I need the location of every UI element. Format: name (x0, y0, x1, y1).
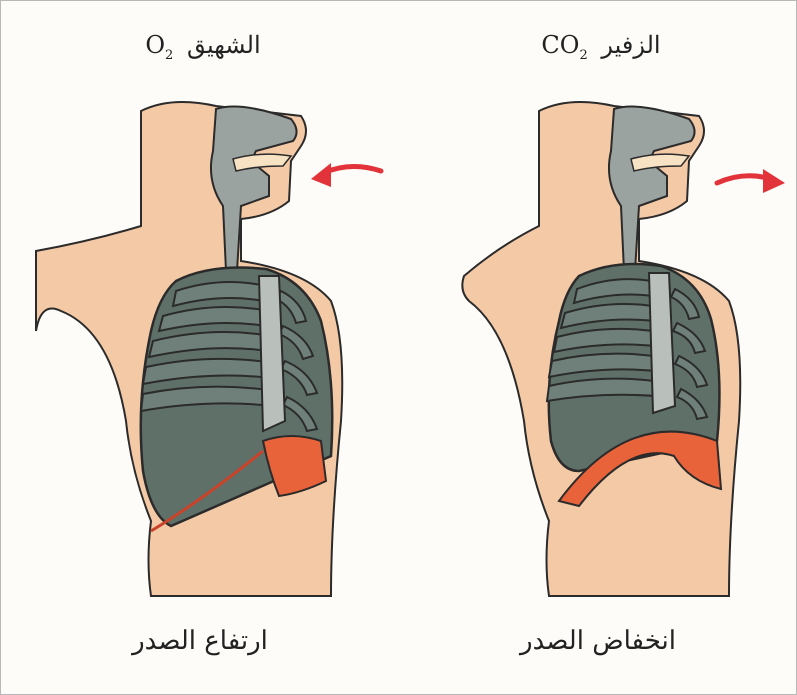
arrow-in-icon (311, 163, 381, 187)
exhalation-caption: انخفاض الصدر (399, 626, 797, 656)
arrow-out-icon (717, 169, 785, 193)
inhalation-panel: O2 الشهيق (1, 1, 399, 694)
inhalation-caption: ارتفاع الصدر (1, 626, 399, 656)
inhalation-figure (1, 1, 399, 694)
exhalation-panel: CO2 الزفير (399, 1, 797, 694)
exhalation-figure (399, 1, 797, 694)
